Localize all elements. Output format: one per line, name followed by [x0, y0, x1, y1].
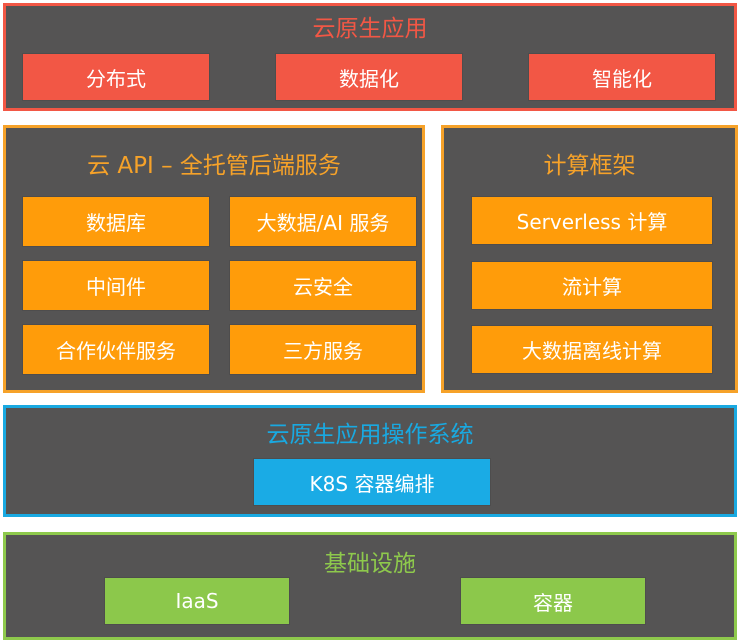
third-party-services-box: 三方服务 — [230, 325, 416, 374]
database-box: 数据库 — [23, 197, 209, 246]
cloud-native-os-layer: 云原生应用操作系统 K8S 容器编排 — [3, 405, 737, 517]
datafication-box: 数据化 — [276, 54, 462, 100]
partner-services-box: 合作伙伴服务 — [23, 325, 209, 374]
stream-compute-box: 流计算 — [472, 262, 712, 309]
middleware-box: 中间件 — [23, 261, 209, 310]
intelligence-box: 智能化 — [529, 54, 715, 100]
iaas-box: IaaS — [105, 578, 289, 624]
compute-framework-layer: 计算框架 Serverless 计算 流计算 大数据离线计算 — [441, 125, 738, 393]
bigdata-offline-compute-box: 大数据离线计算 — [472, 326, 712, 373]
serverless-compute-box: Serverless 计算 — [472, 197, 712, 244]
cloud-native-apps-title: 云原生应用 — [312, 16, 428, 42]
distributed-box: 分布式 — [23, 54, 209, 100]
cloud-security-box: 云安全 — [230, 261, 416, 310]
cloud-native-apps-layer: 云原生应用 分布式 数据化 智能化 — [3, 3, 737, 111]
cloud-native-os-title: 云原生应用操作系统 — [266, 422, 474, 448]
container-box: 容器 — [461, 578, 645, 624]
infrastructure-layer: 基础设施 IaaS 容器 — [3, 532, 737, 640]
bigdata-ai-service-box: 大数据/AI 服务 — [230, 197, 416, 246]
cloud-api-layer: 云 API – 全托管后端服务 数据库 大数据/AI 服务 中间件 云安全 合作… — [3, 125, 425, 393]
cloud-api-title: 云 API – 全托管后端服务 — [87, 153, 341, 179]
k8s-orchestration-box: K8S 容器编排 — [254, 459, 490, 505]
compute-framework-title: 计算框架 — [543, 153, 636, 179]
infrastructure-title: 基础设施 — [324, 551, 416, 577]
